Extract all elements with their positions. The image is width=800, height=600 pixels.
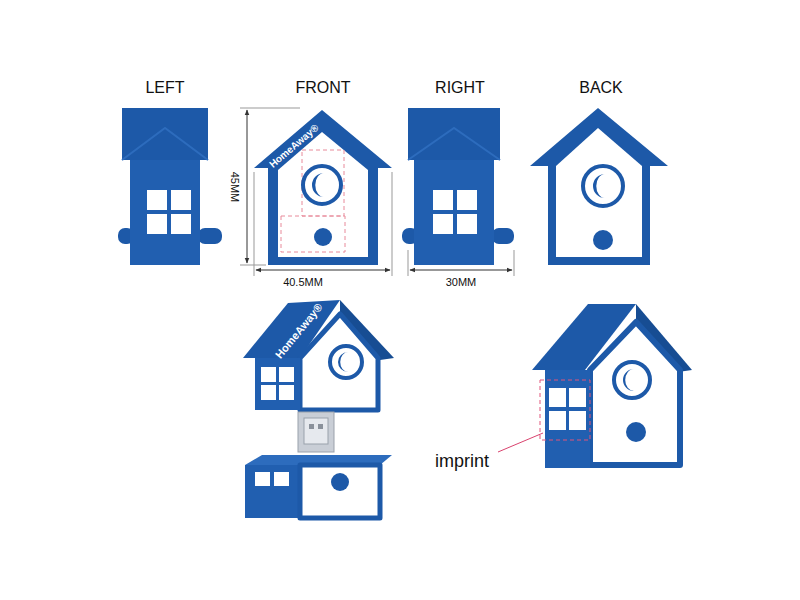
dimension: 30MM [446,276,477,289]
dimension: 40.5MM [283,276,323,289]
view-title: LEFT [145,79,184,97]
logo-text: HomeAway® [267,122,321,170]
front-view [254,110,392,265]
dimension: 45MM [229,172,242,203]
logo-text: HomeAway® [273,301,325,361]
dimension-lines [240,108,514,276]
view-title: RIGHT [435,79,485,97]
back-view [530,108,668,265]
closed-3d-view [498,304,692,468]
view-title: FRONT [295,79,350,97]
open-3d-view [243,300,394,518]
view-title: BACK [579,79,623,97]
callout-label: imprint [435,451,489,472]
left-view [118,108,222,265]
right-view [402,108,514,265]
